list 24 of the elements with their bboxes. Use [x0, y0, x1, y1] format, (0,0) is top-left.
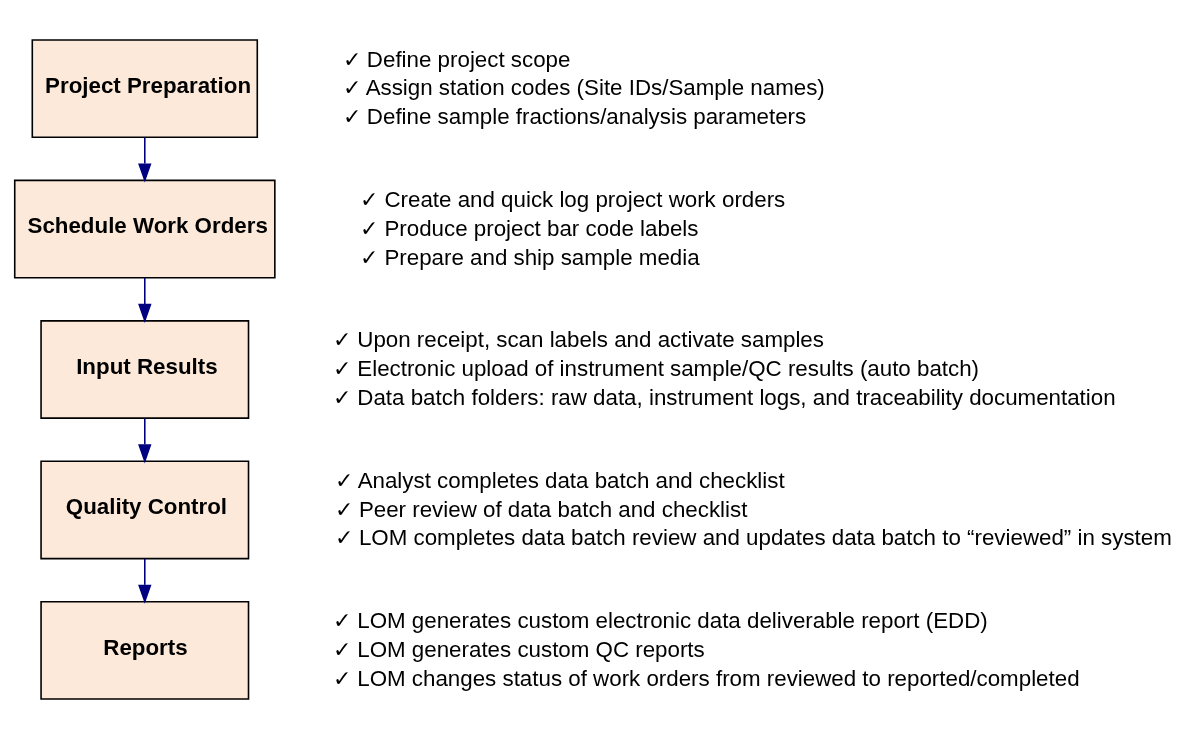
node-label: ✓ Data batch folders: raw data, instrument logs, and traceability documentation	[333, 384, 1116, 410]
node-label: ✓ Create and quick log project work orders	[360, 186, 786, 212]
node-label: ✓ Analyst completes data batch and checklist	[334, 467, 785, 493]
node-label: ✓ Assign station codes (Site IDs/Sample names)	[342, 74, 825, 100]
node-box: Schedule Work Orders	[13, 179, 276, 279]
node-box: Reports	[40, 600, 250, 700]
arrow	[138, 276, 152, 323]
node-box: Project Preparation	[31, 38, 259, 138]
node-box: Input Results	[40, 319, 250, 419]
node-label: ✓ Electronic upload of instrument sample/QC results (auto batch)	[333, 355, 980, 381]
node-box: Quality Control	[40, 459, 250, 559]
node-label: ✓ Define project scope	[342, 46, 571, 72]
node-label: ✓ Prepare and ship sample media	[360, 244, 700, 269]
node-label: ✓ LOM generates custom QC reports	[333, 636, 705, 662]
node-label: ✓ LOM completes data batch review and updates data batch to “reviewed” in system	[334, 524, 1172, 550]
arrow	[138, 557, 152, 604]
arrow	[138, 417, 152, 463]
node-label: ✓ Produce project bar code labels	[360, 215, 699, 241]
node-label: ✓ LOM generates custom electronic data deliverable report (EDD)	[333, 607, 988, 633]
arrow	[138, 136, 152, 183]
node-label: ✓ Upon receipt, scan labels and activate samples	[333, 326, 824, 352]
node-label: ✓ Define sample fractions/analysis parameters	[342, 103, 807, 129]
node-label: ✓ LOM changes status of work orders from reviewed to reported/completed	[333, 665, 1080, 691]
node-label: ✓ Peer review of data batch and checklist	[334, 496, 748, 522]
